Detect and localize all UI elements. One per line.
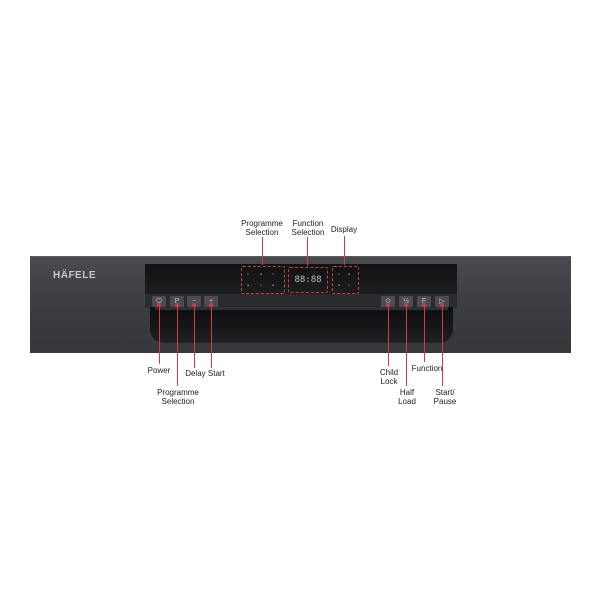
callout-line: [442, 306, 443, 386]
callout-line: [194, 306, 195, 368]
display-indicator-icon: ▪: [338, 283, 341, 289]
callout-line: [344, 236, 345, 265]
callout-dot: [440, 303, 444, 307]
callout-line: [177, 306, 178, 386]
power-label: Power: [147, 366, 171, 375]
programme-indicator-icon: ▫: [247, 272, 250, 278]
callout-dot: [175, 303, 179, 307]
callout-line: [262, 237, 263, 265]
callout-line: [307, 237, 308, 266]
child-lock-button[interactable]: ⊙: [381, 296, 395, 307]
callout-dot: [157, 303, 161, 307]
programme-icon: P: [174, 298, 180, 305]
callout-dot: [386, 303, 390, 307]
delay-minus-icon: −: [191, 298, 197, 305]
callout-dot: [209, 303, 213, 307]
programme-indicator-icon: ▪: [260, 272, 263, 278]
callout-dot: [192, 303, 196, 307]
half-load-button[interactable]: ½: [399, 296, 413, 307]
brand-logo: HÄFELE: [53, 270, 96, 281]
display-indicator-icon: ▫: [338, 272, 341, 278]
power-button[interactable]: ⏻: [152, 296, 166, 307]
door-handle[interactable]: [150, 307, 453, 343]
display-window: [145, 264, 457, 294]
delay-start-label: Delay Start: [185, 369, 225, 378]
callout-dot: [404, 303, 408, 307]
display-indicator-icon: ▫: [348, 283, 351, 289]
programme-indicator-icon: ▫: [260, 283, 263, 289]
callout-line: [211, 306, 212, 368]
lock-icon: ⊙: [385, 298, 391, 305]
programme-indicator-icon: ▪: [247, 283, 250, 289]
callout-line: [159, 306, 160, 364]
digit-readout: 88:88: [294, 275, 322, 285]
display-indicator-icon: ▪: [348, 272, 351, 278]
function-icon: F: [421, 298, 427, 305]
programme-selection-button[interactable]: P: [170, 296, 184, 307]
start-pause-icon: ▷: [439, 298, 445, 305]
start-pause-button[interactable]: ▷: [435, 296, 449, 307]
delay-start-plus-button[interactable]: +: [204, 296, 218, 307]
display-indicator-group: [332, 266, 359, 294]
power-icon: ⏻: [156, 298, 162, 305]
programme-indicator-icon: ▪: [272, 283, 275, 289]
half-load-icon: ½: [403, 298, 409, 305]
callout-line: [424, 306, 425, 362]
callout-line: [406, 306, 407, 386]
callout-line: [388, 306, 389, 366]
programme-indicator-group: [241, 266, 285, 294]
display-indicator-label: Display: [330, 225, 358, 234]
function-button[interactable]: F: [417, 296, 431, 307]
programme-indicator-icon: ▫: [272, 272, 275, 278]
button-bezel: [145, 294, 457, 308]
delay-plus-icon: +: [208, 298, 214, 305]
delay-start-minus-button[interactable]: −: [187, 296, 201, 307]
function-label: Function: [411, 364, 443, 373]
handle-lip: [155, 307, 448, 310]
callout-dot: [422, 303, 426, 307]
start-pause-label: Start/Pause: [433, 388, 457, 406]
function-indicator-group: [288, 267, 328, 293]
